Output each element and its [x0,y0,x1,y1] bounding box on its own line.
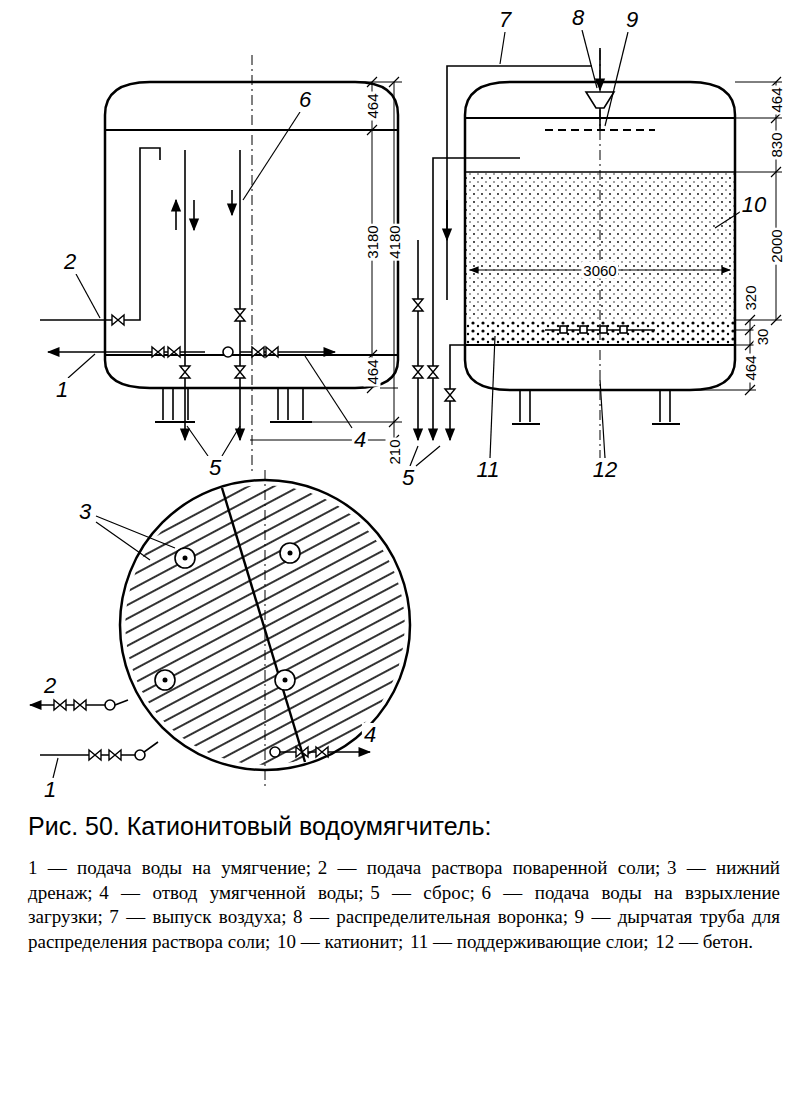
leader-lines [53,30,743,778]
key-entry: 8 — распределительная воронка; [293,906,568,927]
key-entry: 5 — сброс; [370,882,475,903]
callout-number: 1 [54,378,70,402]
callout-number: 7 [497,8,513,32]
dimension-label: 320 [742,283,759,312]
dimension-label: 464 [364,91,381,120]
caption-text: Рис. 50. Катионитовый водоумягчитель: [28,812,788,841]
dimension-label: 464 [364,357,381,386]
key-entry: 12 — бетон. [655,931,753,952]
left-vessel [40,55,402,475]
right-vessel [413,48,782,475]
callout-number: 12 [591,458,619,482]
figure-caption: Рис. 50. Катионитовый водоумягчитель: [28,812,788,841]
callout-number: 11 [475,458,502,482]
callout-number: 5 [207,456,223,480]
dimension-label: 4180 [386,223,403,260]
callout-number: 2 [62,250,78,274]
plan-view [30,470,410,790]
legend-text: 1 — подача воды на умягчение; 2 — подача … [28,856,780,955]
callout-number: 4 [352,428,368,452]
dimension-label: 464 [768,85,785,114]
callout-number: 1 [42,778,58,802]
callout-number: 8 [570,6,586,30]
callout-number: 10 [740,193,768,217]
key-entry: 10 — катионит; [277,931,403,952]
dimension-label: 30 [754,327,771,348]
dimension-label: 2000 [768,227,785,264]
key-entry: 1 — подача воды на умягчение; [28,857,311,878]
callout-number: 6 [297,88,313,112]
callout-number: 9 [624,8,640,32]
dimension-label: 830 [768,130,785,159]
callout-number: 2 [42,674,58,698]
dimension-label: 210 [386,437,403,466]
dimension-label: 3060 [581,262,618,279]
callout-number: 4 [362,723,378,747]
key-entry: 4 — отвод умягченной воды; [99,882,363,903]
callout-number: 5 [400,466,416,490]
dimension-label: 464 [742,353,759,382]
key-entry: 11 — поддерживающие слои; [410,931,649,952]
key-entry: 2 — подача раствора поваренной соли; [318,857,661,878]
callout-number: 3 [77,500,93,524]
dimension-label: 3180 [364,223,381,260]
key-entry: 7 — выпуск воздуха; [109,906,286,927]
